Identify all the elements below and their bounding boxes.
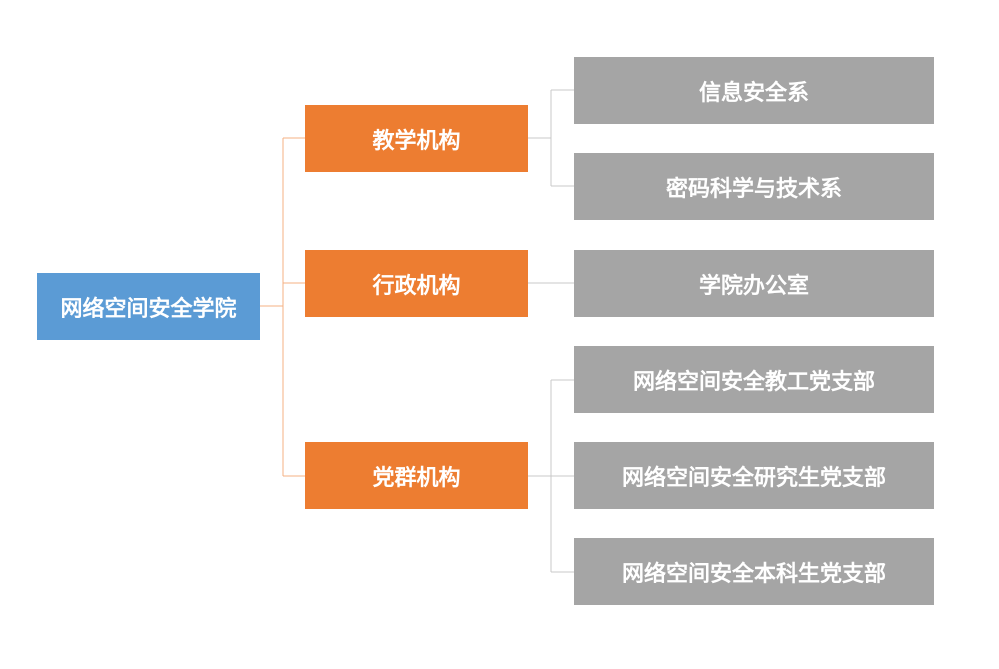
leaf-label: 网络空间安全研究生党支部 <box>621 465 886 491</box>
category-label: 党群机构 <box>372 465 461 491</box>
leaf-connectors <box>528 89 574 573</box>
leaf-label: 网络空间安全本科生党支部 <box>621 561 886 587</box>
category-label: 行政机构 <box>372 273 461 299</box>
leaf-label: 信息安全系 <box>698 80 809 106</box>
category-label: 教学机构 <box>372 128 461 154</box>
leaf-node: 学院办公室 <box>574 250 934 317</box>
leaf-node: 信息安全系 <box>574 57 934 124</box>
root-node-label: 网络空间安全学院 <box>60 296 237 322</box>
leaf-label: 网络空间安全教工党支部 <box>632 369 875 395</box>
root-node: 网络空间安全学院 <box>37 273 260 340</box>
category-node-administration: 行政机构 <box>305 250 528 317</box>
leaf-node: 密码科学与技术系 <box>574 153 934 220</box>
leaf-node: 网络空间安全本科生党支部 <box>574 538 934 605</box>
leaf-node: 网络空间安全教工党支部 <box>574 346 934 413</box>
category-node-party: 党群机构 <box>305 442 528 509</box>
root-connectors <box>260 137 305 477</box>
leaf-label: 学院办公室 <box>698 273 809 299</box>
leaf-node: 网络空间安全研究生党支部 <box>574 442 934 509</box>
leaf-label: 密码科学与技术系 <box>665 176 842 202</box>
category-node-teaching: 教学机构 <box>305 105 528 172</box>
